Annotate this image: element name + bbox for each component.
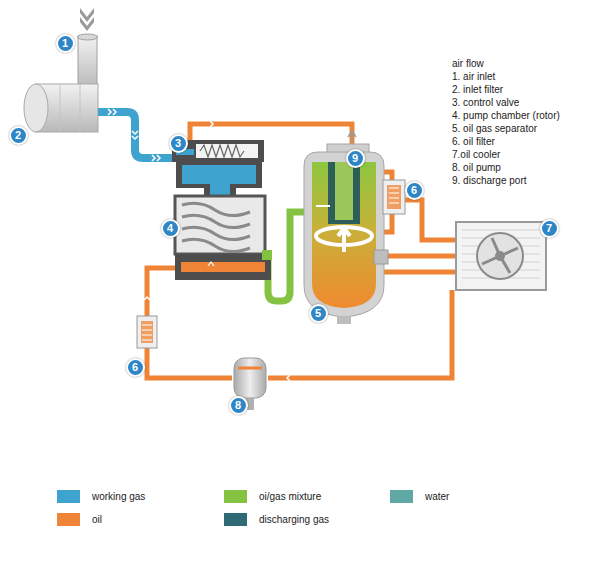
legend-swatch bbox=[224, 513, 247, 526]
callout-label: 5 bbox=[315, 308, 321, 319]
key-item: 3. control valve bbox=[452, 97, 519, 109]
oil-gas-line bbox=[268, 212, 308, 301]
callout-label: 9 bbox=[352, 153, 358, 164]
legend-swatch bbox=[57, 513, 80, 526]
air-pipe bbox=[98, 112, 176, 158]
callout-number: 8 bbox=[229, 396, 248, 415]
compressor-block bbox=[172, 140, 272, 280]
callout-label: 6 bbox=[411, 185, 417, 196]
legend-text: discharging gas bbox=[259, 513, 329, 526]
key-item: 1. air inlet bbox=[452, 71, 495, 83]
key-item: 8. oil pump bbox=[452, 162, 501, 174]
key-item: 6. oil filter bbox=[452, 136, 495, 148]
callout-number: 2 bbox=[9, 126, 28, 145]
legend-text: oil bbox=[92, 513, 102, 526]
callout-label: 7 bbox=[546, 223, 552, 234]
callout-label: 6 bbox=[132, 362, 138, 373]
callout-number: 3 bbox=[169, 134, 188, 153]
callout-label: 3 bbox=[175, 138, 181, 149]
callout-label: 2 bbox=[15, 130, 21, 141]
key-item: 5. oil gas separator bbox=[452, 123, 537, 135]
oil-filter bbox=[383, 180, 405, 214]
key-item: 7.oil cooler bbox=[452, 149, 500, 161]
callout-number: 1 bbox=[56, 34, 75, 53]
oil-filter bbox=[137, 316, 157, 348]
legend-swatch bbox=[224, 490, 247, 503]
legend-text: water bbox=[425, 490, 449, 503]
callout-label: 4 bbox=[167, 223, 173, 234]
legend-text: working gas bbox=[92, 490, 145, 503]
callout-number: 7 bbox=[540, 219, 559, 238]
inlet-arrow bbox=[80, 8, 94, 31]
callout-label: 8 bbox=[235, 400, 241, 411]
flow-arrows bbox=[108, 109, 160, 161]
oil-cooler bbox=[456, 222, 546, 290]
callout-number: 5 bbox=[309, 304, 328, 323]
key-item: 4. pump chamber (rotor) bbox=[452, 110, 560, 122]
legend-swatch bbox=[57, 490, 80, 503]
key-item: 9. discharge port bbox=[452, 175, 527, 187]
legend-swatch bbox=[390, 490, 413, 503]
callout-label: 1 bbox=[62, 38, 68, 49]
callout-number: 4 bbox=[161, 219, 180, 238]
inlet-filter bbox=[24, 84, 98, 132]
key-item: 2. inlet filter bbox=[452, 84, 503, 96]
flow-arrows bbox=[144, 121, 290, 381]
oil-pump bbox=[234, 358, 266, 410]
key-heading: air flow bbox=[452, 58, 484, 70]
legend-text: oi/gas mixture bbox=[259, 490, 321, 503]
callout-number: 9 bbox=[346, 149, 365, 168]
oil-lines bbox=[147, 124, 456, 378]
oil-gas-separator bbox=[304, 131, 388, 324]
callout-number: 6 bbox=[405, 181, 424, 200]
air-inlet-pipe bbox=[78, 36, 97, 88]
callout-number: 6 bbox=[126, 358, 145, 377]
